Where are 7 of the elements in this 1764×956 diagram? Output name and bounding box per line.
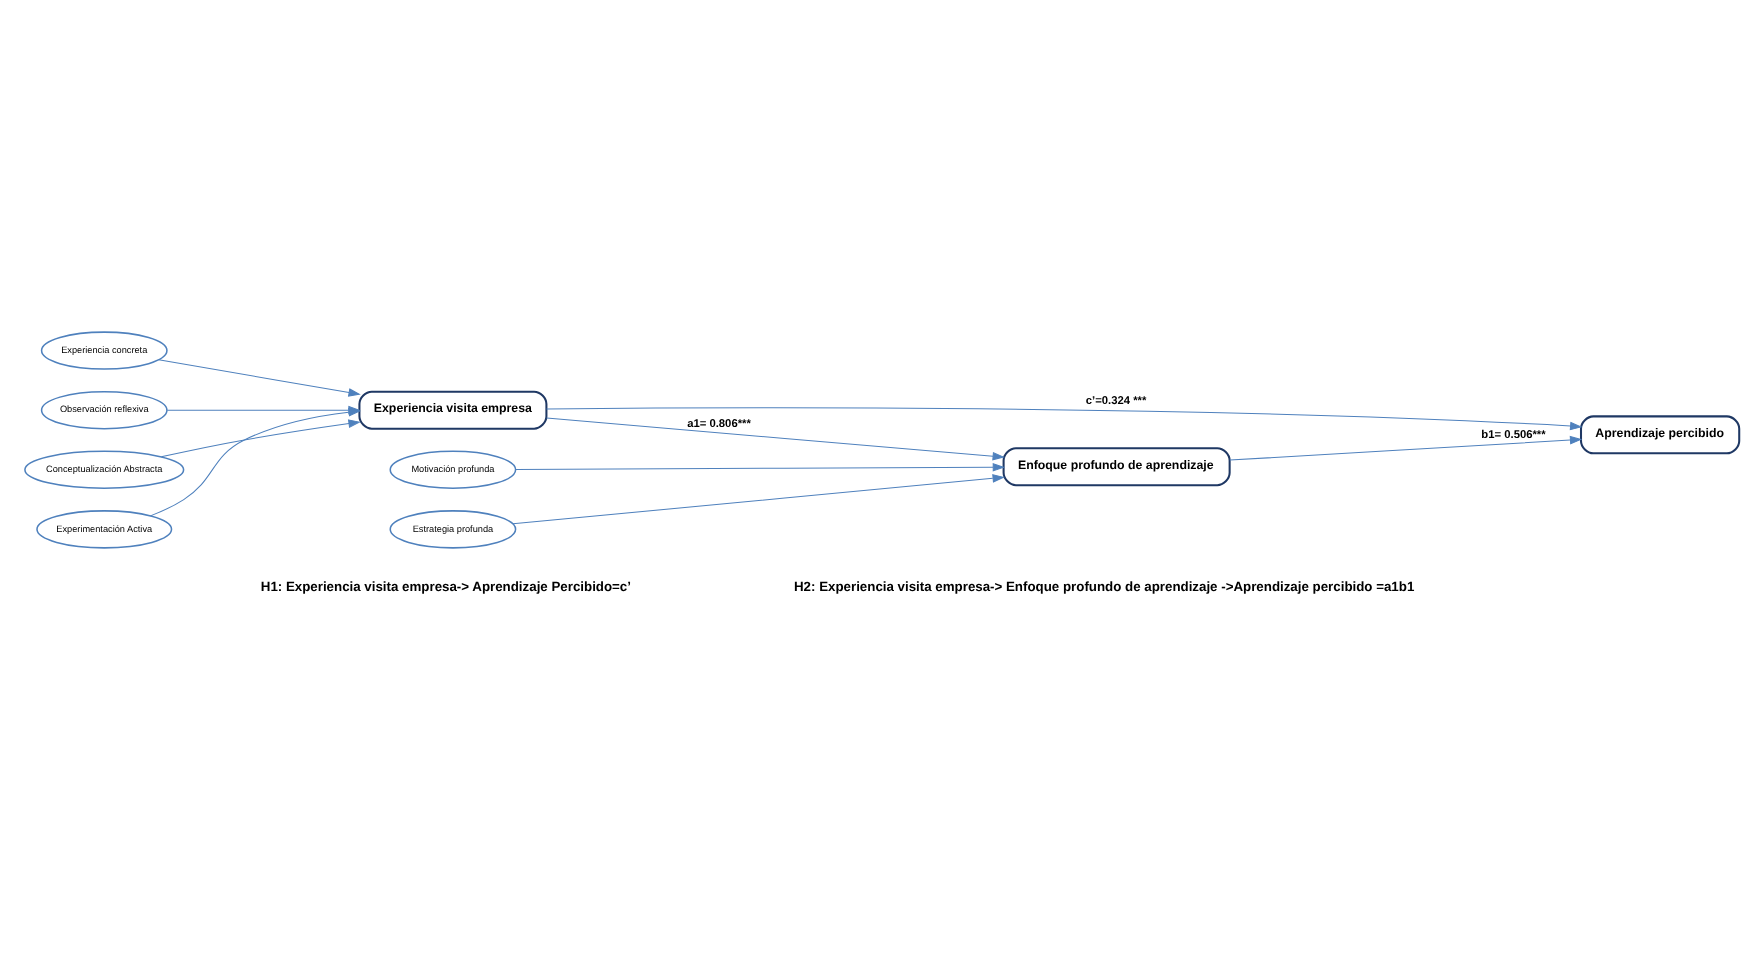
arrow <box>546 417 1005 461</box>
arrow <box>515 462 1006 472</box>
arrow <box>546 407 1583 431</box>
arrow <box>158 359 361 397</box>
arrow <box>512 474 1005 525</box>
arrow <box>1229 435 1583 461</box>
arrow <box>160 419 361 458</box>
